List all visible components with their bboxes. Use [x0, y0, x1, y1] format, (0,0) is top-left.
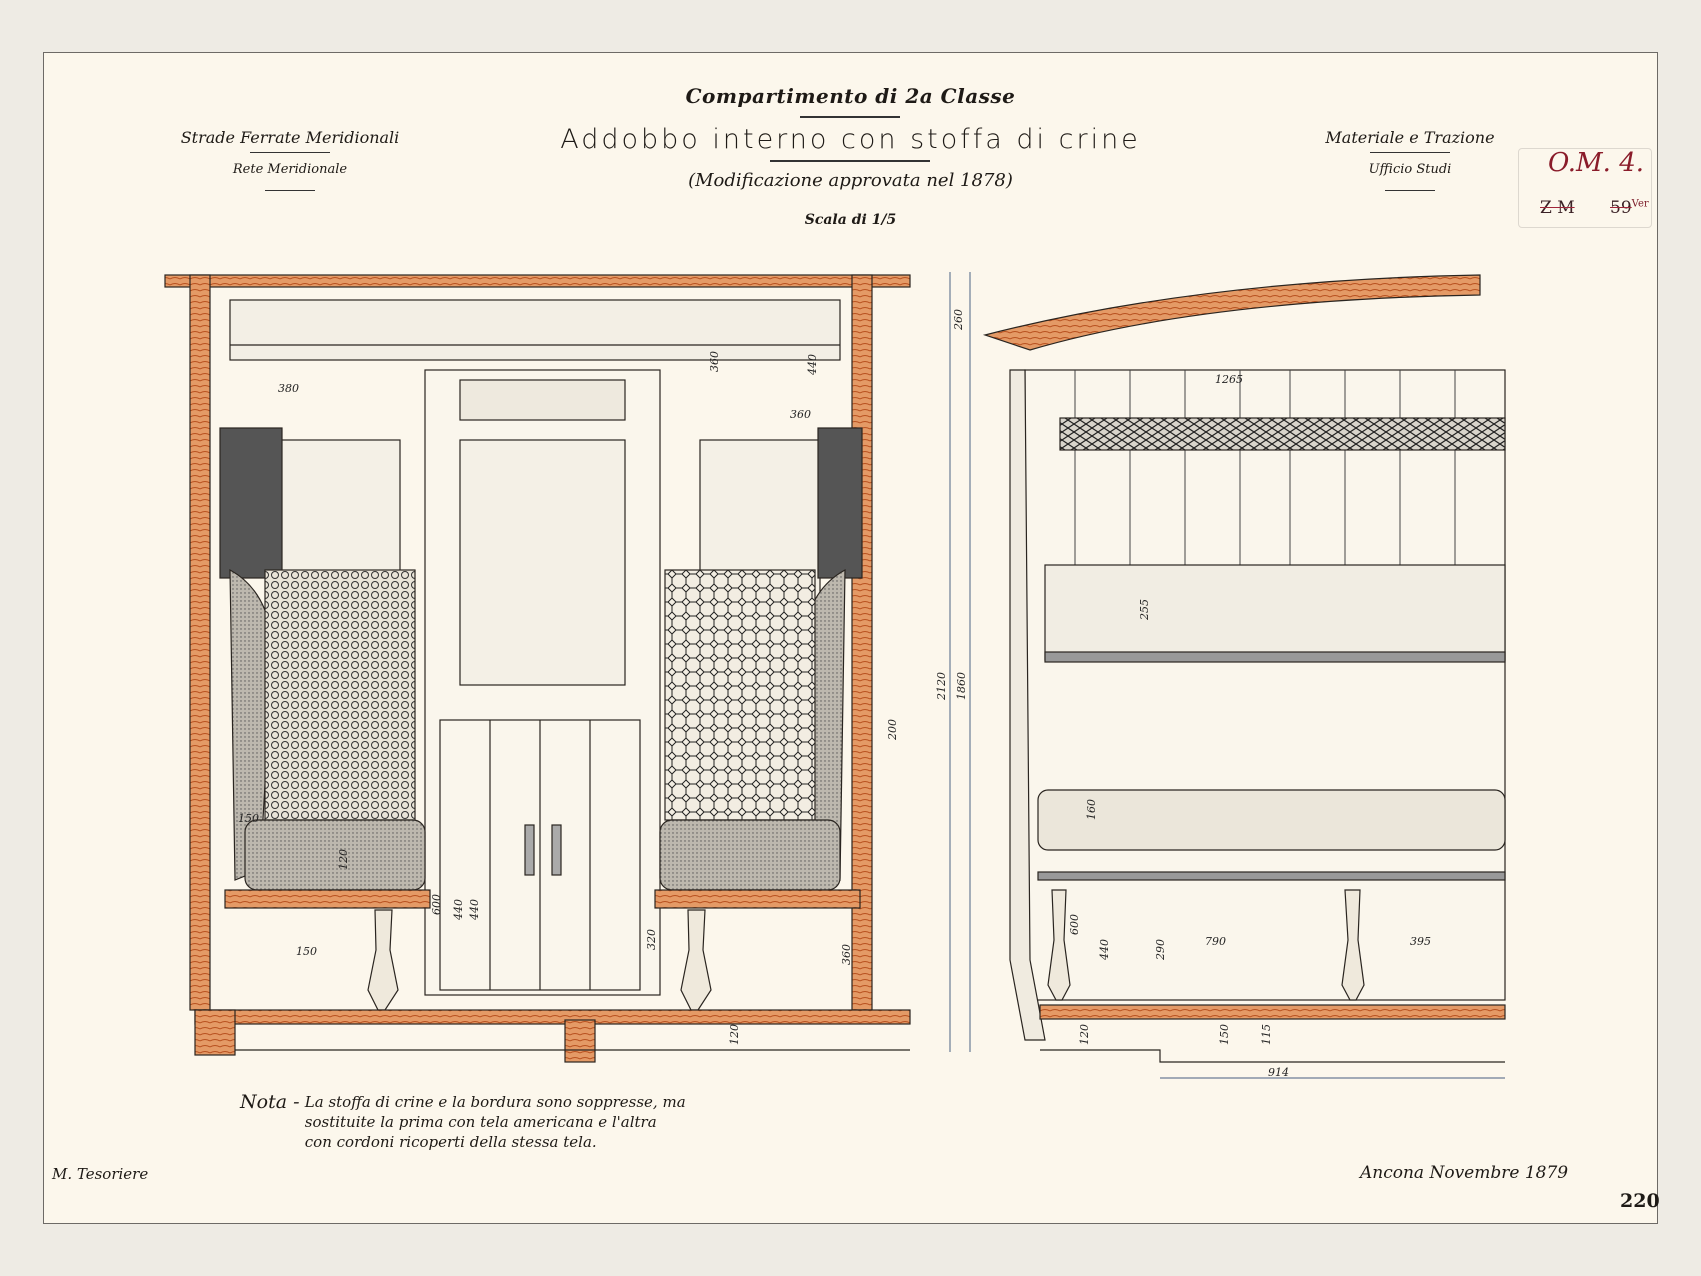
- dimension-label: 320: [645, 929, 658, 950]
- stamp-old-code: Z M: [1540, 198, 1575, 218]
- dimension-label: 360: [790, 408, 811, 421]
- right-seat-leg: [680, 909, 712, 1011]
- longitudinal-section: [949, 272, 1506, 1079]
- dimension-label: 200: [886, 719, 899, 741]
- floor-beam: [564, 1019, 596, 1063]
- drawing-note: Nota - La stoffa di crine e la bordura s…: [240, 1092, 686, 1152]
- ornament-divider: [1370, 152, 1450, 153]
- door-handle: [551, 824, 562, 876]
- side-wall-section: [1009, 369, 1046, 1041]
- dimension-label: 115: [1260, 1024, 1273, 1045]
- bench-seat: [1037, 789, 1506, 851]
- stamp-ver: Ver: [1631, 198, 1649, 210]
- compartment-partition: [1024, 369, 1506, 1001]
- right-org-sub: Ufficio Studi: [1368, 162, 1452, 177]
- draftsman-signature: M. Tesoriere: [52, 1165, 149, 1183]
- dimension-label: 120: [728, 1024, 741, 1045]
- left-curtain: [219, 427, 283, 579]
- bench-leg: [1341, 889, 1365, 1001]
- floor-section: [1039, 1004, 1506, 1020]
- right-seat-cushion: [659, 819, 841, 891]
- ornament-divider: [770, 160, 930, 162]
- door-vent: [459, 379, 626, 421]
- dimension-label: 790: [1205, 935, 1226, 948]
- note-line: con cordoni ricoperti della stessa tela.: [304, 1133, 597, 1151]
- dimension-label: 1860: [955, 672, 968, 700]
- archive-stamp: [1518, 148, 1652, 228]
- bench-border: [1037, 871, 1506, 881]
- dimension-label: 290: [1154, 939, 1167, 961]
- floor: [194, 1009, 911, 1025]
- left-dimension-labels: 380 360 360 440 200 150 150 120 600 440 …: [238, 351, 899, 1045]
- door-handle: [524, 824, 535, 876]
- roof-beam: [164, 274, 911, 288]
- note-line: sostituite la prima con tela americana e…: [304, 1113, 657, 1131]
- dimension-label: 440: [806, 354, 819, 376]
- dimension-label: 150: [238, 812, 259, 825]
- dimension-label: 440: [452, 899, 465, 921]
- left-seat-back: [264, 569, 416, 821]
- page-number: 220: [1620, 1190, 1660, 1212]
- left-org-sub: Rete Meridionale: [232, 162, 348, 177]
- dimension-label: 2120: [935, 672, 948, 701]
- compartment-heading: Compartimento di 2a Classe: [685, 84, 1016, 108]
- dimension-label: 120: [1078, 1024, 1091, 1045]
- stamp-code: O.M. 4.: [1548, 148, 1645, 178]
- dimension-label: 600: [430, 894, 443, 915]
- door-window: [459, 439, 626, 686]
- dimension-label: 440: [1098, 939, 1111, 961]
- stamp-old-number: 59: [1610, 198, 1632, 218]
- dimension-label: 1265: [1215, 373, 1243, 386]
- backrest-border: [1044, 651, 1506, 663]
- dimension-label: 255: [1138, 599, 1151, 621]
- dimension-label: 380: [278, 382, 299, 395]
- dimension-label: 150: [296, 945, 317, 958]
- luggage-rack: [229, 299, 841, 361]
- left-org-name: Strade Ferrate Meridionali: [180, 128, 400, 147]
- backrest: [1044, 564, 1506, 661]
- drawing-date: Ancona Novembre 1879: [1360, 1163, 1569, 1183]
- note-label: Nota -: [240, 1091, 300, 1113]
- luggage-net: [1059, 417, 1506, 451]
- ornament-divider: [1385, 190, 1435, 191]
- dimension-label: 395: [1410, 935, 1431, 948]
- ornament-divider: [265, 190, 315, 191]
- dimension-label: 360: [840, 944, 853, 965]
- left-seat-leg: [367, 909, 399, 1011]
- left-seat-cushion: [244, 819, 426, 891]
- sole-bar: [194, 1009, 236, 1056]
- drawing-subtitle: (Modificazione approvata nel 1878): [688, 170, 1013, 191]
- right-curtain: [817, 427, 863, 579]
- right-seat-frame: [654, 889, 861, 909]
- stamp-old-reference: Z M 59Ver: [1540, 198, 1649, 218]
- dimension-label: 150: [1218, 1024, 1231, 1045]
- dimension-label: 600: [1068, 914, 1081, 935]
- right-dimension-labels: 260 2120 1860 1265 255 160 600 440 290 7…: [935, 309, 1431, 1079]
- left-seat-frame: [224, 889, 431, 909]
- bench-leg: [1047, 889, 1071, 1001]
- right-org-name: Materiale e Trazione: [1325, 128, 1495, 147]
- drawing-scale: Scala di 1/5: [804, 212, 897, 228]
- dimension-label: 160: [1085, 799, 1098, 820]
- right-seat-back: [664, 569, 816, 821]
- ornament-divider: [250, 152, 330, 153]
- dimension-label: 260: [952, 309, 965, 331]
- note-line: La stoffa di crine e la bordura sono sop…: [304, 1093, 686, 1111]
- drawing-title: Addobbo interno con stoffa di crine: [560, 124, 1141, 155]
- dimension-label: 360: [708, 351, 721, 372]
- ornament-divider: [800, 116, 900, 118]
- transverse-elevation: [164, 274, 911, 1063]
- roof-section: [982, 274, 1481, 351]
- dimension-label: 120: [337, 849, 350, 870]
- left-wall-post: [189, 274, 211, 1011]
- dimension-label: 440: [468, 899, 481, 921]
- dimension-label: 914: [1268, 1066, 1289, 1079]
